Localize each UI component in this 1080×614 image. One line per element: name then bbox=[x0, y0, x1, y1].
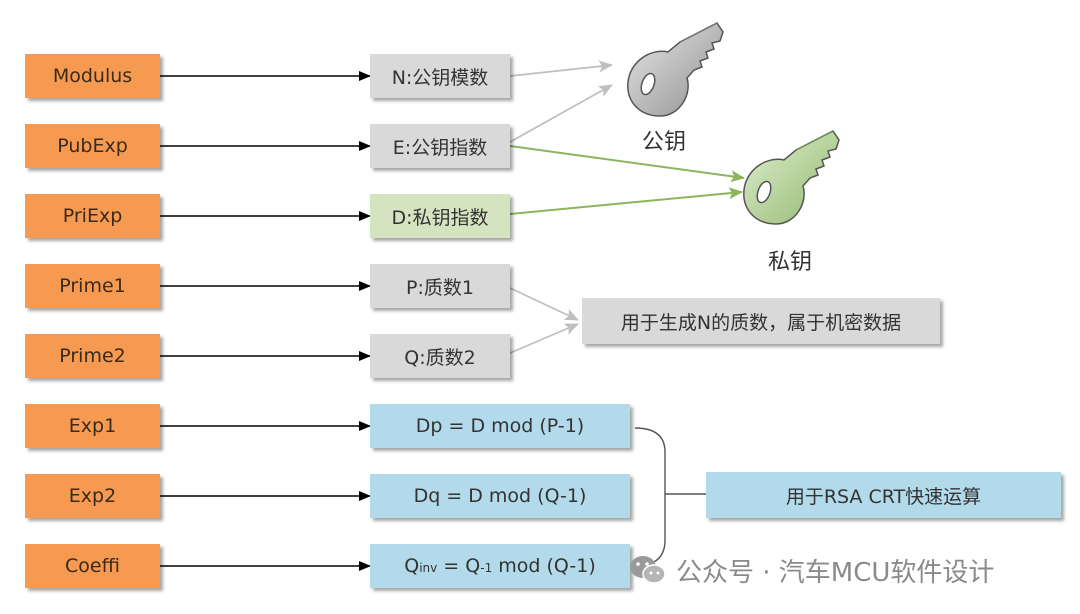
qinv-subscript: inv bbox=[419, 561, 438, 575]
field-p: P:质数1 bbox=[370, 264, 510, 308]
source-coeffi: Coeffi bbox=[25, 544, 160, 588]
source-label: PriExp bbox=[62, 205, 123, 227]
field-label: Dp = D mod (P-1) bbox=[415, 415, 585, 437]
prime-note: 用于生成N的质数，属于机密数据 bbox=[582, 298, 940, 344]
source-modulus: Modulus bbox=[25, 54, 160, 98]
field-n: N:公钥模数 bbox=[370, 54, 510, 98]
source-label: Coeffi bbox=[65, 555, 120, 577]
arrow-e-to-privkey bbox=[509, 145, 745, 183]
field-label: Q:质数2 bbox=[404, 346, 476, 369]
crt-note: 用于RSA CRT快速运算 bbox=[706, 472, 1061, 518]
qinv-q: Q bbox=[404, 555, 420, 577]
crt-brace bbox=[634, 427, 666, 567]
source-label: Exp1 bbox=[68, 415, 117, 437]
source-prime2: Prime2 bbox=[25, 334, 160, 378]
arrow-e-to-pubkey bbox=[509, 84, 613, 143]
field-qinv: Qinv = Q-1 mod (Q-1) bbox=[370, 544, 630, 588]
field-label: N:公钥模数 bbox=[391, 66, 489, 89]
source-exp2: Exp2 bbox=[25, 474, 160, 518]
private-key-icon bbox=[743, 130, 840, 225]
field-dq: Dq = D mod (Q-1) bbox=[370, 474, 630, 518]
arrow-n-to-pubkey bbox=[509, 60, 613, 77]
field-q: Q:质数2 bbox=[370, 334, 510, 378]
field-d: D:私钥指数 bbox=[370, 194, 510, 238]
public-key-label: 公钥 bbox=[642, 130, 687, 155]
qinv-eq: = Q bbox=[437, 555, 481, 577]
source-priexp: PriExp bbox=[25, 194, 160, 238]
source-label: Modulus bbox=[52, 65, 133, 87]
crt-note-text: 用于RSA CRT快速运算 bbox=[785, 485, 982, 508]
source-pubexp: PubExp bbox=[25, 124, 160, 168]
public-key-icon bbox=[627, 22, 724, 117]
field-qinv-label: Qinv = Q-1 mod (Q-1) bbox=[404, 555, 595, 577]
field-label: Dq = D mod (Q-1) bbox=[413, 485, 587, 507]
source-label: Prime2 bbox=[59, 345, 126, 367]
source-prime1: Prime1 bbox=[25, 264, 160, 308]
source-exp1: Exp1 bbox=[25, 404, 160, 448]
source-arrows bbox=[160, 71, 371, 571]
watermark: 公众号 · 汽车MCU软件设计 bbox=[628, 552, 994, 588]
arrow-d-to-privkey bbox=[509, 187, 743, 215]
source-label: PubExp bbox=[57, 135, 128, 157]
private-key-label: 私钥 bbox=[768, 250, 813, 275]
qinv-rest: mod (Q-1) bbox=[492, 555, 596, 577]
arrow-p-to-note bbox=[509, 287, 579, 321]
field-e: E:公钥指数 bbox=[370, 124, 510, 168]
arrow-q-to-note bbox=[509, 323, 579, 354]
wechat-icon bbox=[630, 556, 666, 584]
field-label: E:公钥指数 bbox=[392, 136, 488, 159]
source-label: Exp2 bbox=[68, 485, 117, 507]
qinv-exponent: -1 bbox=[480, 561, 493, 575]
watermark-text: 公众号 · 汽车MCU软件设计 bbox=[676, 557, 995, 588]
field-dp: Dp = D mod (P-1) bbox=[370, 404, 630, 448]
field-label: P:质数1 bbox=[406, 276, 474, 299]
field-label: D:私钥指数 bbox=[391, 206, 489, 229]
source-label: Prime1 bbox=[59, 275, 126, 297]
prime-note-text: 用于生成N的质数，属于机密数据 bbox=[620, 311, 902, 334]
